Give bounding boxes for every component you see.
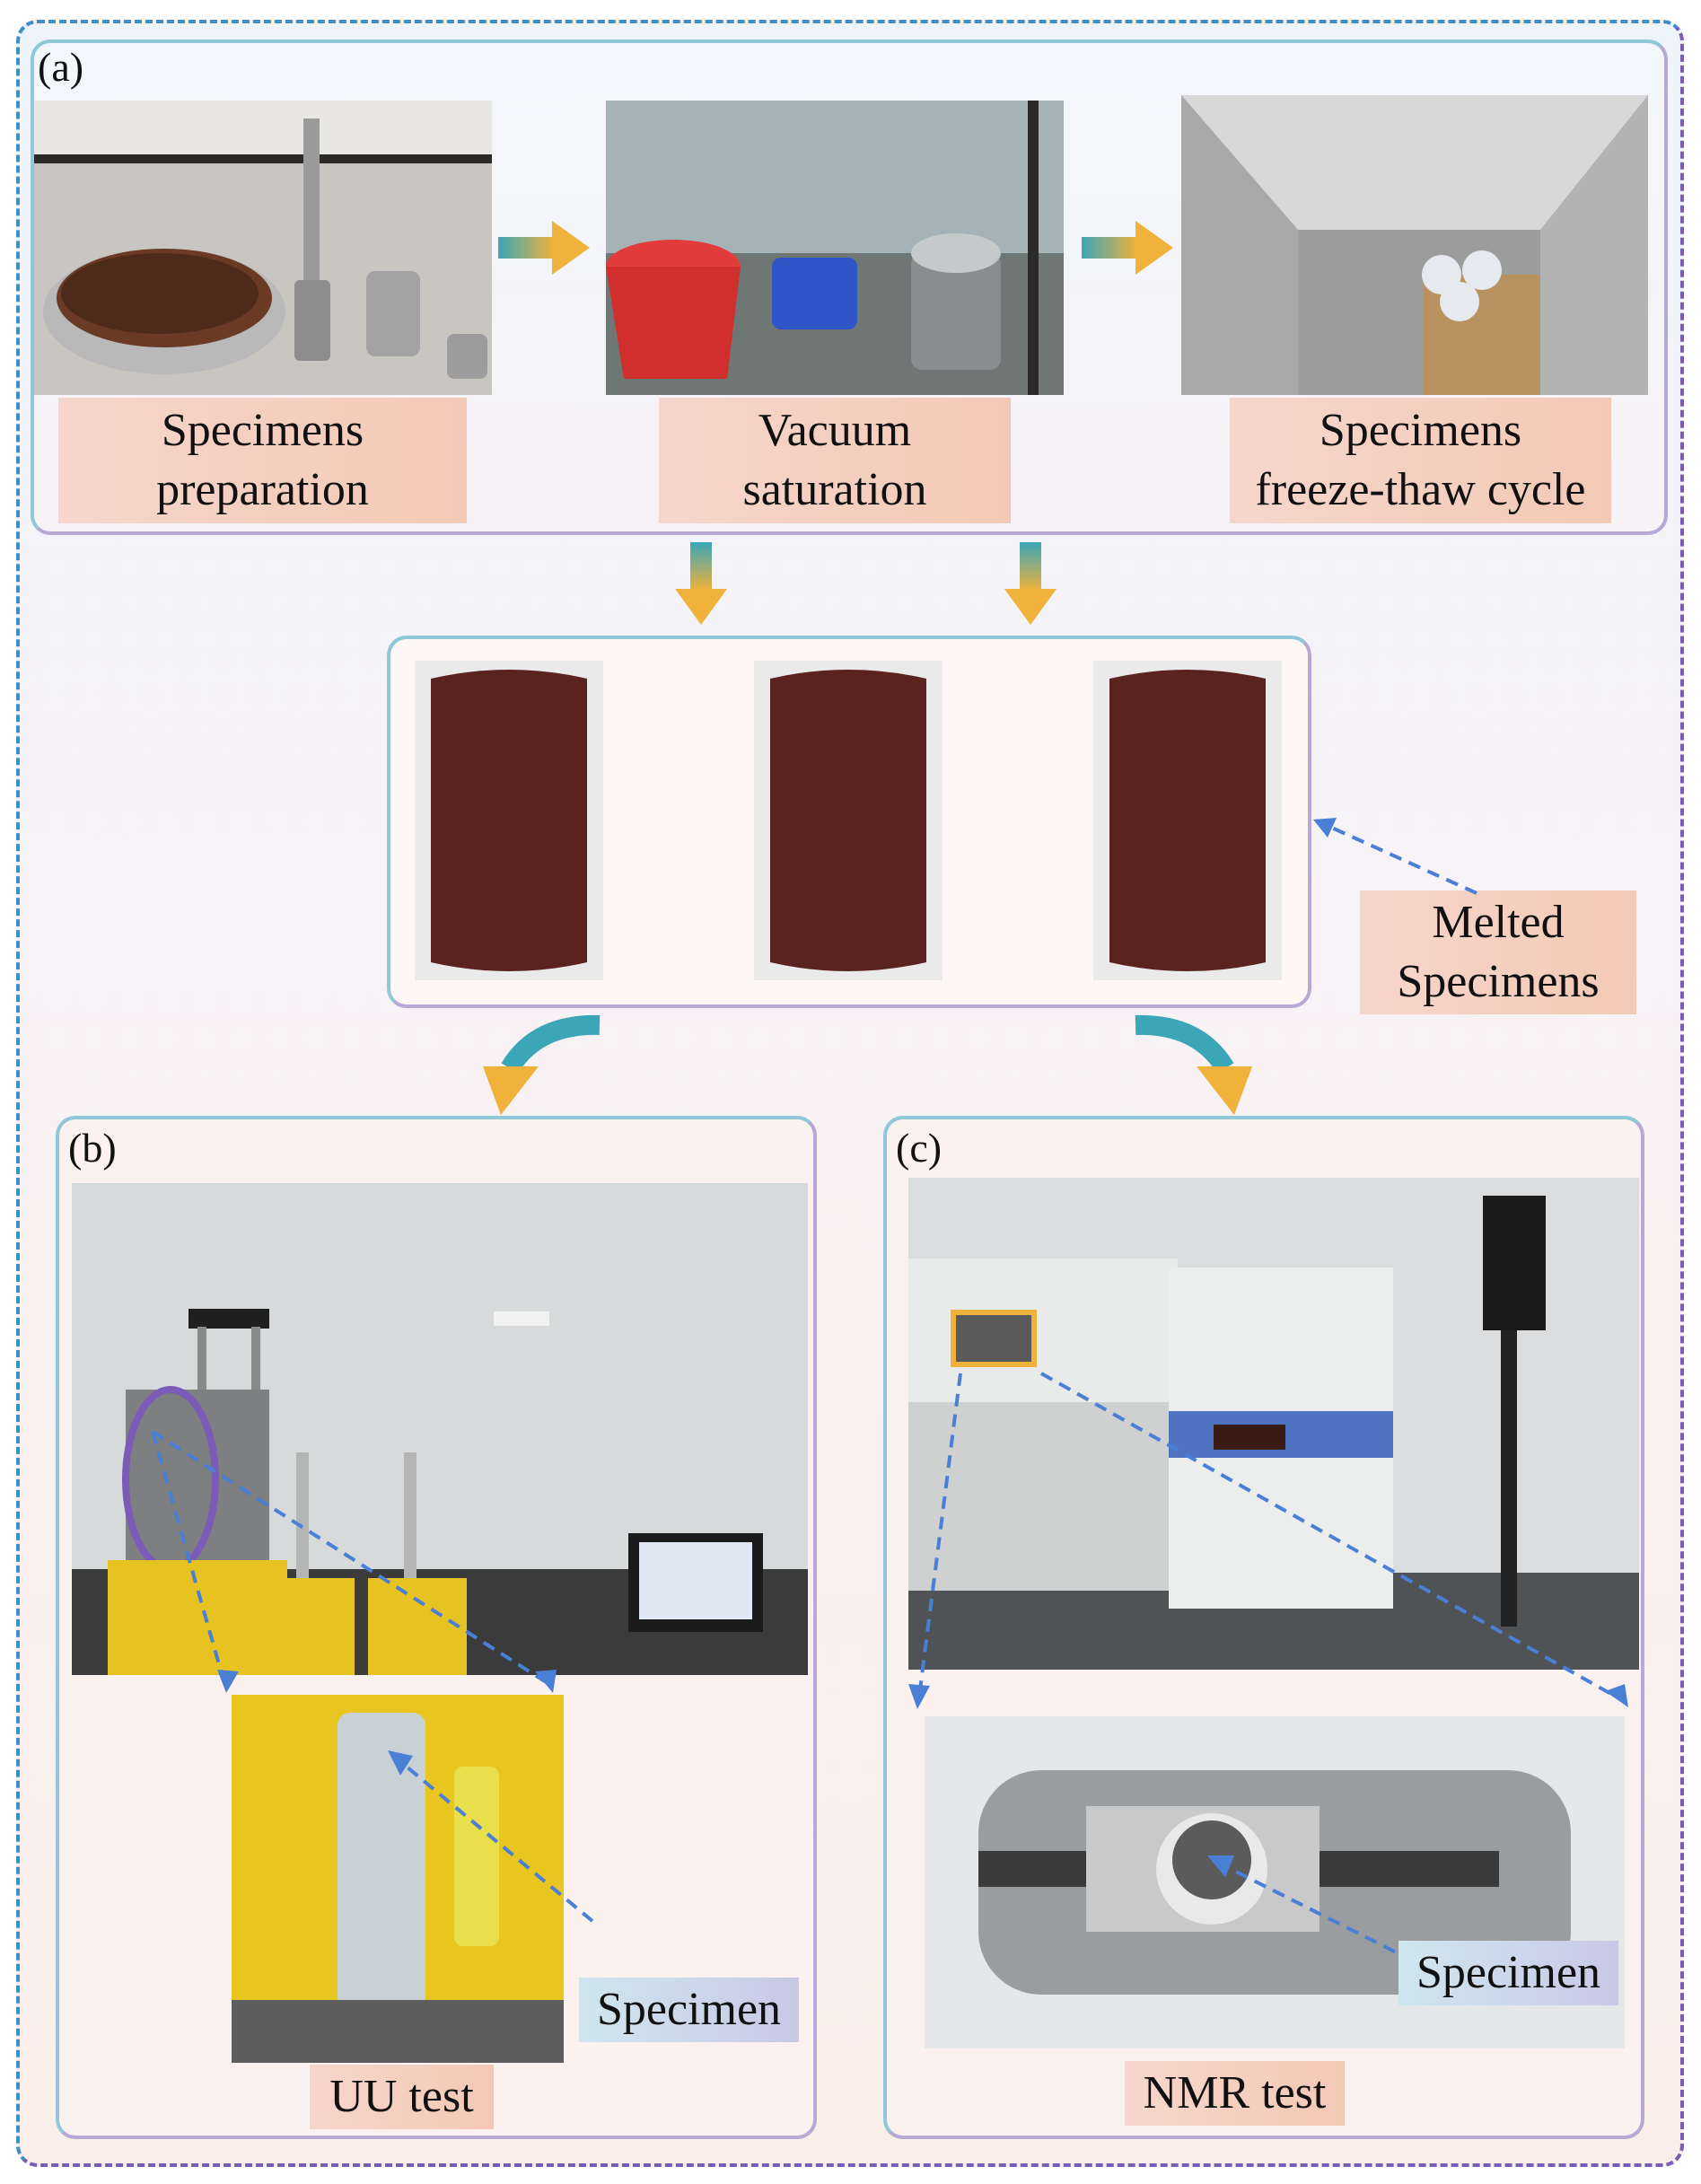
specimen-cylinder-photo xyxy=(415,661,603,980)
nmr-test-caption: NMR test xyxy=(1125,2061,1345,2126)
right-arrow-icon xyxy=(489,215,597,280)
uu-test-apparatus-photo xyxy=(72,1183,808,1675)
vacuum-saturation-photo xyxy=(606,101,1064,395)
vacuum-saturation-caption: Vacuum saturation xyxy=(659,398,1011,523)
uu-specimen-label: Specimen xyxy=(579,1978,799,2042)
specimen-cylinder-photo xyxy=(1093,661,1282,980)
specimen-cylinder-photo xyxy=(754,661,943,980)
melted-specimens-caption: Melted Specimens xyxy=(1360,890,1636,1014)
curved-arrow-icon xyxy=(474,1014,609,1118)
curved-arrow-icon xyxy=(1127,1014,1261,1118)
specimen-preparation-photo xyxy=(34,101,492,395)
dashed-zoom-lines xyxy=(907,1364,1643,1715)
panel-a-label: (a) xyxy=(38,44,84,90)
nmr-probe-closeup-photo xyxy=(925,1716,1625,2048)
specimens-preparation-caption: Specimens preparation xyxy=(58,398,467,523)
nmr-apparatus-photo xyxy=(908,1178,1639,1670)
uu-test-caption: UU test xyxy=(310,2065,494,2129)
dashed-pointer-arrow xyxy=(1198,1845,1441,1979)
freeze-thaw-caption: Specimens freeze-thaw cycle xyxy=(1230,398,1611,523)
freeze-thaw-chamber-photo xyxy=(1181,95,1648,395)
down-arrow-icon xyxy=(1001,539,1060,628)
panel-b-label: (b) xyxy=(68,1125,117,1171)
right-arrow-icon xyxy=(1073,215,1180,280)
dashed-zoom-lines xyxy=(135,1427,574,1697)
panel-c-label: (c) xyxy=(896,1125,943,1171)
down-arrow-icon xyxy=(671,539,731,628)
nmr-specimen-label: Specimen xyxy=(1399,1941,1618,2005)
dashed-pointer-arrow xyxy=(1306,812,1486,898)
dashed-pointer-arrow xyxy=(377,1741,601,1930)
